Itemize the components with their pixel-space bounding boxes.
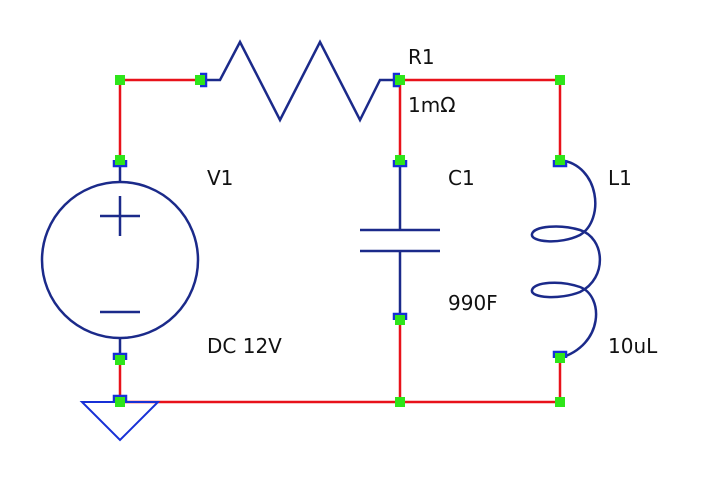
node-l1-top[interactable] <box>555 155 565 165</box>
resistor-zigzag <box>205 39 400 123</box>
r1-name-label: R1 <box>408 45 435 69</box>
node-ground[interactable] <box>115 397 125 407</box>
pin-l1-bottom[interactable] <box>552 350 568 358</box>
l1-name-label: L1 <box>608 166 632 190</box>
pin-r1-left[interactable] <box>200 72 208 88</box>
pin-ground[interactable] <box>112 394 128 402</box>
plus-sign-icon <box>100 196 140 236</box>
v1-value-label: DC 12V <box>207 334 282 358</box>
wires <box>118 78 562 404</box>
ground-symbol[interactable] <box>79 401 161 442</box>
pin-markers <box>112 72 568 402</box>
wire-top-right[interactable] <box>400 78 562 160</box>
pin-v1-top[interactable] <box>112 160 128 168</box>
inductor-coil <box>530 158 602 360</box>
node-v1-bottom[interactable] <box>115 355 125 365</box>
ground-triangle <box>79 401 161 442</box>
resistor-r1[interactable] <box>205 39 400 123</box>
wire-top-left[interactable] <box>118 78 200 160</box>
r1-value-label: 1mΩ <box>408 93 456 117</box>
pin-c1-bottom[interactable] <box>392 312 408 320</box>
capacitor-c1[interactable] <box>360 160 440 320</box>
pin-r1-right[interactable] <box>392 72 400 88</box>
c1-value-label: 990F <box>448 291 498 315</box>
voltage-source-v1[interactable] <box>40 160 200 360</box>
node-v1-top[interactable] <box>115 155 125 165</box>
node-c1-top[interactable] <box>395 155 405 165</box>
node-markers <box>115 75 565 407</box>
l1-value-label: 10uL <box>608 334 658 358</box>
node-top-left[interactable] <box>115 75 125 85</box>
c1-name-label: C1 <box>448 166 475 190</box>
pin-c1-top[interactable] <box>392 160 408 168</box>
node-bottom-right[interactable] <box>555 397 565 407</box>
node-top-right[interactable] <box>555 75 565 85</box>
node-c1-bottom[interactable] <box>395 315 405 325</box>
v1-name-label: V1 <box>207 166 233 190</box>
node-r1-left[interactable] <box>195 75 205 85</box>
pin-l1-top[interactable] <box>552 160 568 168</box>
node-bottom-middle[interactable] <box>395 397 405 407</box>
pin-v1-bottom[interactable] <box>112 352 128 360</box>
inductor-l1[interactable] <box>530 158 602 360</box>
component-labels: R1 1mΩ V1 DC 12V C1 990F L1 10uL <box>207 45 658 358</box>
node-r1-right[interactable] <box>395 75 405 85</box>
node-l1-bottom[interactable] <box>555 353 565 363</box>
